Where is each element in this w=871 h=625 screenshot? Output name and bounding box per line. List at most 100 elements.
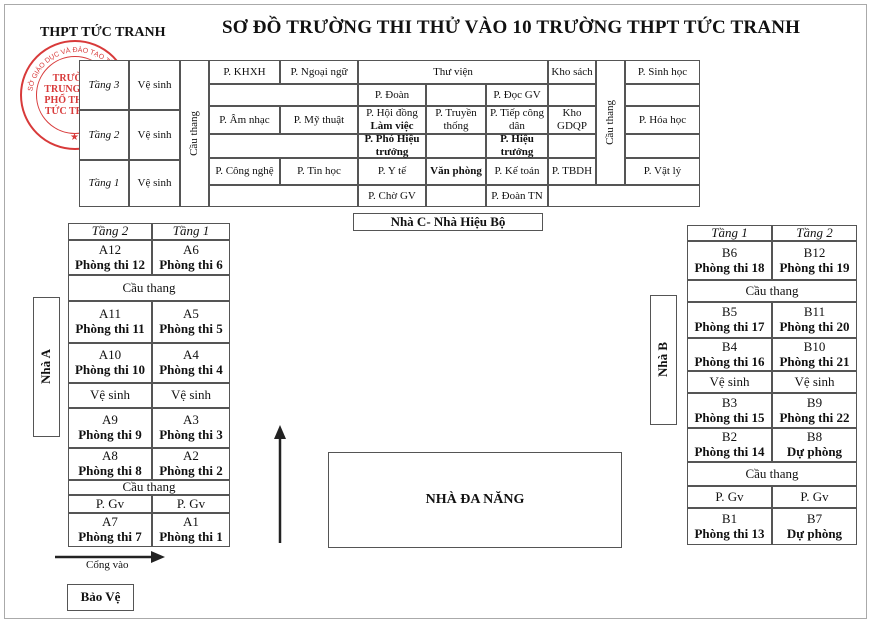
c-stairs-left: Cầu thang [180,60,209,207]
room-thu-vien: Thư viện [358,60,548,84]
a-floor2-header: Tầng 2 [68,223,152,240]
a-floor1-header: Tầng 1 [152,223,230,240]
c-wc-floor2: Vệ sinh [129,110,180,160]
seal-line: PHỔ THÔNG [44,95,106,106]
room-doc-gv: P. Đọc GV [486,84,548,106]
room-sinh-hoc: P. Sinh học [625,60,700,84]
room-blank [426,134,486,158]
room-my-thuat: P. Mỹ thuật [280,106,358,134]
room-ngoai-ngu: P. Ngoại ngữ [280,60,358,84]
right-arrow-icon [55,551,165,563]
b-wc-left: Vệ sinh [687,371,772,393]
c-floor1-label: Tầng 1 [79,160,129,207]
room-blank [426,185,486,207]
page-title: SƠ ĐỒ TRƯỜNG THI THỬ VÀO 10 TRƯỜNG THPT … [222,17,801,38]
room-tbdh: P. TBDH [548,158,596,185]
corridor [548,185,700,207]
c-wc-floor1: Vệ sinh [129,160,180,207]
room-vat-ly: P. Vật lý [625,158,700,185]
room-truyen-thong: P. Truyền thống [426,106,486,134]
b-floor1-header: Tầng 1 [687,225,772,241]
room-blank [548,134,596,158]
corridor [625,84,700,106]
corridor [209,134,358,158]
room-van-phong: Văn phòng [426,158,486,185]
room-blank [426,84,486,106]
room-kho-gdqp: Kho GDQP [548,106,596,134]
b-pgv-left: P. Gv [687,486,772,508]
seal-line: TRƯỜNG [52,73,98,84]
room-ke-toan: P. Kế toán [486,158,548,185]
b-stairs-1: Cầu thang [687,280,857,302]
c-floor2-label: Tầng 2 [79,110,129,160]
room-tiep-cong-dan: P. Tiếp công dân [486,106,548,134]
room-y-te: P. Y tế [358,158,426,185]
b-pgv-right: P. Gv [772,486,857,508]
house-b-label: Nhà B [650,295,677,425]
corridor [209,84,358,106]
a-wc-right: Vệ sinh [152,383,230,408]
room-hieu-truong: P. Hiệu trưởng [486,133,548,158]
room-blank [548,84,596,106]
gate-label: Cổng vào [86,559,129,571]
room-am-nhac: P. Âm nhạc [209,106,280,134]
room-khxh: P. KHXH [209,60,280,84]
room-kho-sach: Kho sách [548,60,596,84]
a-stairs-2: Cầu thang [68,479,230,495]
house-a-label: Nhà A [33,297,60,437]
c-floor3-label: Tầng 3 [79,60,129,110]
room-cho-gv: P. Chờ GV [358,185,426,207]
a-wc-left: Vệ sinh [68,383,152,408]
room-pho-hieu-truong: P. Phó Hiệu trưởng [358,133,426,158]
b-floor2-header: Tầng 2 [772,225,857,241]
seal-line: TỨC TRANH [44,106,106,117]
page-frame [4,4,867,619]
a-pgv-right: P. Gv [152,495,230,513]
seal-line: TRUNG HỌC [44,84,106,95]
b-wc-right: Vệ sinh [772,371,857,393]
room-cong-nghe: P. Công nghệ [209,158,280,185]
room-tin-hoc: P. Tin học [280,158,358,185]
house-c-label: Nhà C- Nhà Hiệu Bộ [353,213,543,231]
multipurpose-hall: NHÀ ĐA NĂNG [328,452,622,548]
school-name: THPT TỨC TRANH [40,25,166,40]
c-stairs-right: Cầu thang [596,60,625,185]
a-stairs-1: Cầu thang [68,275,230,301]
seal-star-icon: ★ [70,132,79,143]
room-doan: P. Đoàn [358,84,426,106]
room-doan-tn: P. Đoàn TN [486,185,548,207]
up-arrow-icon [274,425,286,543]
guard-house: Bảo Vệ [67,584,134,611]
corridor [625,134,700,158]
b-stairs-2: Cầu thang [687,462,857,486]
a-pgv-left: P. Gv [68,495,152,513]
c-wc-floor3: Vệ sinh [129,60,180,110]
room-hoa-hoc: P. Hóa học [625,106,700,134]
corridor [209,185,358,207]
